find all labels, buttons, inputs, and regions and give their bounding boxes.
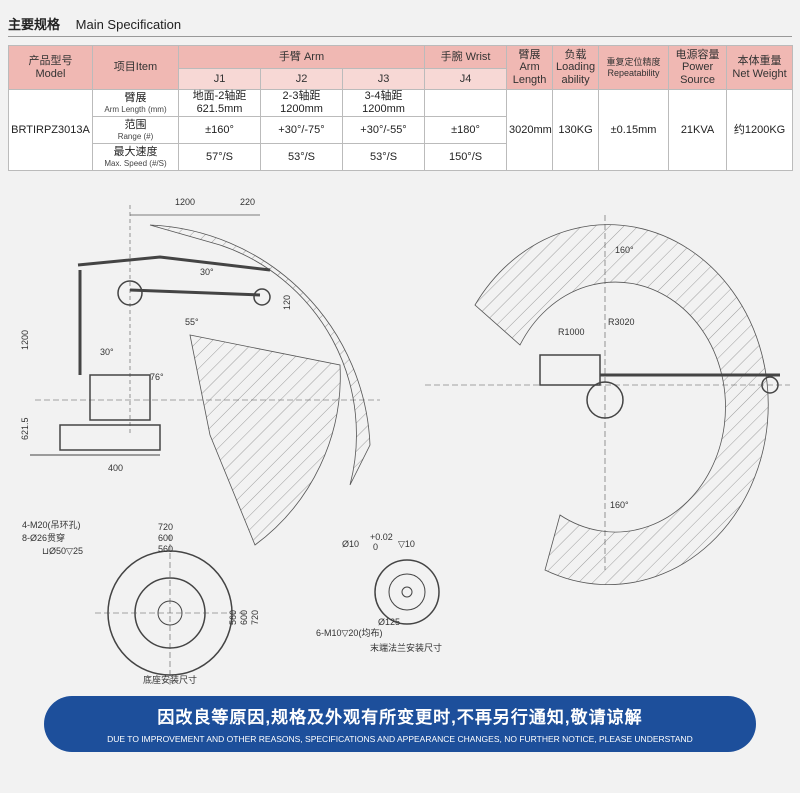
flange-outer-circle [374, 559, 440, 625]
flange-view: +0.02 0 Ø10 ▽10 Ø125 6-M10▽20(均布) 末端法兰安装… [316, 532, 442, 653]
dim-flange-d125: Ø125 [378, 617, 400, 627]
flange-bolt-circle [388, 573, 426, 611]
dim-1200-top: 1200 [175, 197, 195, 207]
angle-160-bottom: 160° [610, 500, 629, 510]
dim-1200-left: 1200 [20, 330, 30, 350]
wrist-joint [253, 288, 271, 306]
cell-arm-j4 [424, 89, 508, 117]
header-j4: J4 [424, 68, 508, 90]
dim-600-right: 600 [239, 610, 249, 625]
title-divider [8, 36, 792, 37]
header-arm: 手臂 Arm [177, 45, 426, 69]
cell-range-j4: ±180° [424, 116, 508, 144]
flange-caption: 末端法兰安装尺寸 [370, 642, 442, 653]
title-cn: 主要规格 [8, 17, 61, 32]
notice-cn: 因改良等原因,规格及外观有所变更时,不再另行通知,敬请谅解 [157, 708, 643, 727]
flange-center-hole [401, 586, 413, 598]
shoulder-joint [117, 280, 143, 306]
dim-560-top: 560 [158, 544, 173, 554]
cell-speed-j1: 57°/S [178, 143, 261, 171]
header-j1: J1 [178, 68, 261, 90]
dim-220: 220 [240, 197, 255, 207]
section-title: 主要规格 Main Specification [8, 14, 181, 33]
dim-m20: 4-M20(吊环孔) [22, 520, 81, 530]
dim-621: 621.5 [20, 417, 30, 440]
dim-flange-tol-upper: +0.02 [370, 532, 393, 542]
base-caption: 底座安装尺寸 [143, 674, 197, 685]
top-end-effector [761, 376, 779, 394]
top-robot-body [539, 354, 601, 386]
cell-repeat: ±0.15mm [598, 89, 670, 171]
side-workspace-upper [149, 224, 371, 486]
cell-reach: 3020mm [506, 89, 554, 171]
notice-en: DUE TO IMPROVEMENT AND OTHER REASONS, SP… [107, 734, 693, 744]
dim-720-top: 720 [158, 522, 173, 532]
radius-r1000: R1000 [558, 327, 585, 337]
robot-body [89, 374, 151, 421]
cell-range-j2: +30°/-75° [260, 116, 343, 144]
cell-power: 21KVA [668, 89, 728, 171]
dim-flange-tol-lower: 0 [373, 542, 378, 552]
dim-560-right: 560 [228, 610, 238, 625]
side-view: 1200 220 1200 621.5 400 120 30° 76° 55° … [20, 197, 380, 546]
forearm-link [129, 288, 261, 297]
cell-model: BRTIRPZ3013A [8, 89, 93, 171]
title-en: Main Specification [75, 17, 182, 32]
base-mounting-view: 4-M20(吊环孔) 8-Ø26贯穿 ⊔Ø50▽25 720 600 560 5… [22, 520, 260, 685]
header-j3: J3 [341, 68, 426, 90]
header-item: 项目Item [92, 45, 179, 90]
top-base-circle [586, 381, 624, 419]
cell-range-j3: +30°/-55° [341, 116, 426, 144]
upper-link [77, 255, 271, 272]
dim-400: 400 [108, 463, 123, 473]
cell-load: 130KG [552, 89, 600, 171]
angle-76: 76° [150, 372, 164, 382]
side-workspace-lower [189, 334, 341, 546]
cell-weight: 约1200KG [726, 89, 794, 171]
radius-r3020: R3020 [608, 317, 635, 327]
header-j2: J2 [260, 68, 343, 90]
dim-flange-depth: ▽10 [398, 539, 415, 549]
cell-speed-j2: 53°/S [260, 143, 343, 171]
dim-hole-26: 8-Ø26贯穿 [22, 532, 65, 543]
dim-flange-d10: Ø10 [342, 539, 359, 549]
dim-600-top: 600 [158, 533, 173, 543]
cell-range-j1: ±160° [178, 116, 261, 144]
dim-720-right: 720 [250, 610, 260, 625]
robot-base [59, 424, 161, 451]
angle-55: 55° [185, 317, 199, 327]
notice-banner: 因改良等原因,规格及外观有所变更时,不再另行通知,敬请谅解 DUE TO IMP… [44, 696, 756, 752]
top-view: 160° R1000 R3020 160° [425, 215, 790, 585]
top-workspace-ring [474, 224, 769, 585]
cell-speed-j4: 150°/S [424, 143, 508, 171]
technical-drawing: 1200 220 1200 621.5 400 120 30° 76° 55° … [20, 197, 790, 685]
angle-30-bottom: 30° [100, 347, 114, 357]
cell-speed-j3: 53°/S [341, 143, 426, 171]
angle-30-top: 30° [200, 267, 214, 277]
dim-120: 120 [282, 295, 292, 310]
dim-flange-bolts: 6-M10▽20(均布) [316, 627, 382, 638]
header-wrist: 手腕 Wrist [424, 45, 508, 69]
angle-160-top: 160° [615, 245, 634, 255]
dim-counterbore: ⊔Ø50▽25 [42, 546, 83, 556]
